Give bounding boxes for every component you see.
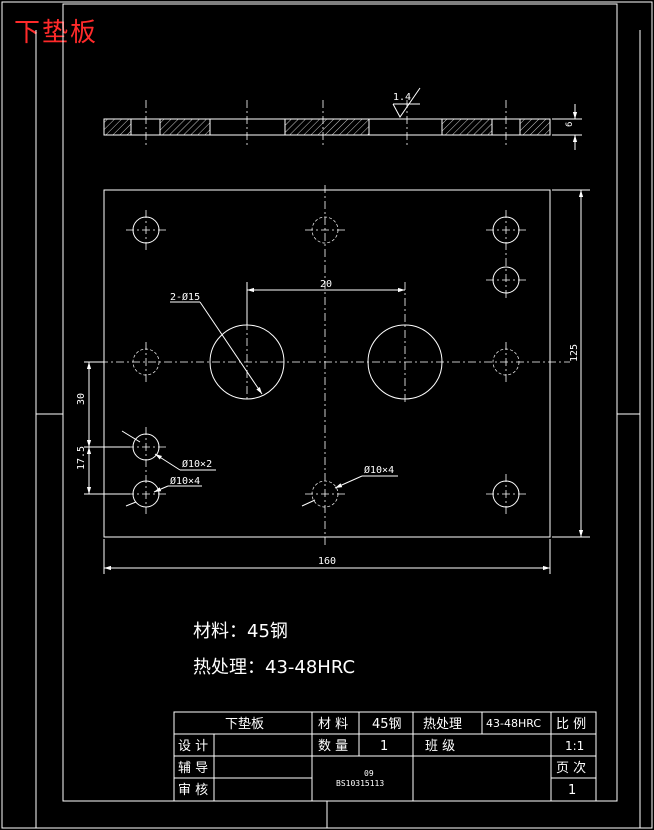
tb-qty-value: 1 — [380, 739, 388, 754]
tb-material-label: 材 料 — [318, 717, 348, 732]
hole-leader-1: Ø10×2 — [182, 458, 212, 470]
tb-part-name: 下垫板 — [225, 716, 264, 732]
tb-design-label: 设 计 — [178, 739, 208, 754]
tb-pages-value: 1 — [568, 783, 576, 798]
tb-qty-label: 数 量 — [318, 739, 348, 754]
tb-guide-label: 辅 导 — [178, 761, 208, 776]
tb-scale-value: 1:1 — [565, 739, 584, 753]
roughness-label: 1.4 — [393, 92, 411, 103]
title-block: 下垫板 材 料 45钢 热处理 43-48HRC 比 例 设 计 数 量 1 班… — [173, 711, 597, 802]
width-label: 160 — [318, 556, 336, 567]
height-label: 125 — [569, 344, 580, 362]
tb-heat-value: 43-48HRC — [486, 717, 541, 730]
thickness-label: 6 — [565, 122, 575, 127]
tb-material-value: 45钢 — [372, 717, 402, 732]
tb-code-top: 09 — [364, 769, 374, 778]
hole-leader-2: Ø10×4 — [170, 475, 200, 487]
plan-view: 20 2-Ø15 125 30 17.5 Ø10×2 Ø10×4 Ø10×4 — [76, 185, 590, 574]
tb-scale-label: 比 例 — [556, 717, 586, 732]
tb-pages-label: 页 次 — [556, 760, 586, 776]
material-note: 材料：45钢 — [193, 621, 288, 642]
dim-17-5-label: 17.5 — [76, 446, 87, 470]
dim-30-label: 30 — [76, 393, 87, 405]
tb-code-bottom: BS10315113 — [336, 779, 384, 788]
tb-review-label: 审 核 — [178, 783, 208, 798]
drawing-title: 下垫板 — [14, 18, 99, 48]
big-hole-label: 2-Ø15 — [170, 291, 200, 303]
heat-note: 热处理：43-48HRC — [193, 657, 355, 678]
tb-heat-label: 热处理 — [423, 717, 462, 732]
hole-leader-3: Ø10×4 — [364, 464, 394, 476]
pitch-label: 20 — [320, 279, 332, 290]
tb-class-label: 班 级 — [425, 739, 455, 754]
section-view: 1.4 6 — [103, 87, 582, 150]
